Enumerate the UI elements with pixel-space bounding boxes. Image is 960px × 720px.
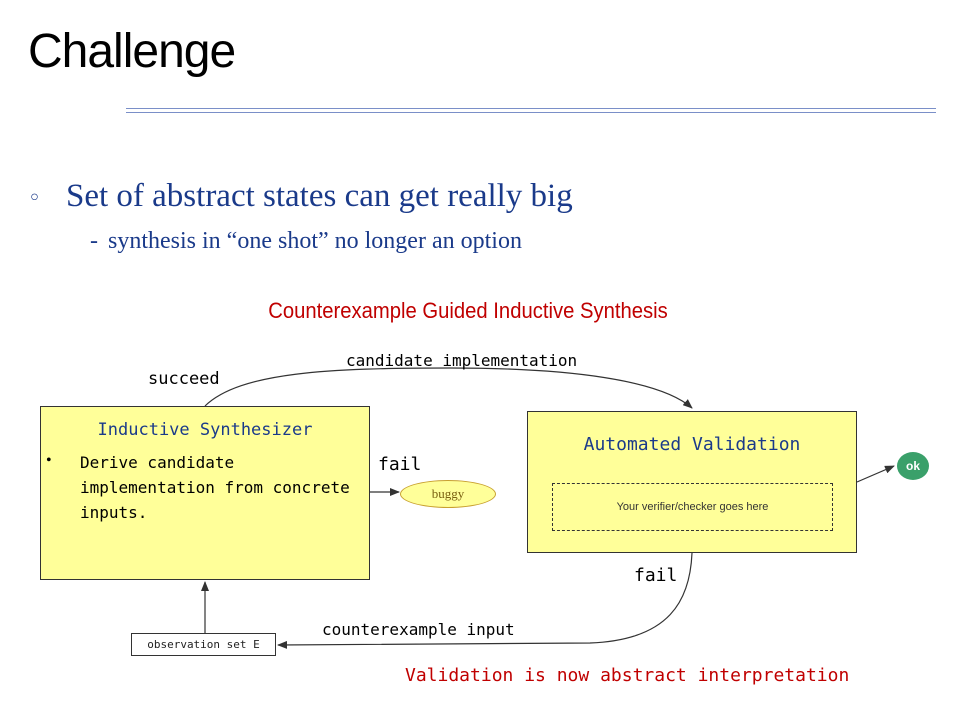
footer-note: Validation is now abstract interpretatio…	[405, 665, 850, 686]
title-rule-bottom	[126, 112, 936, 113]
slide-title: Challenge	[28, 25, 236, 78]
synthesizer-bullet: •	[46, 452, 52, 469]
automated-validation-box	[527, 411, 857, 553]
succeed-label: succeed	[148, 369, 220, 389]
sub-bullet-marker: -	[90, 228, 98, 254]
bullet-text: Set of abstract states can get really bi…	[66, 178, 573, 214]
counterexample-input-label: counterexample input	[322, 620, 515, 639]
diagram-caption: Counterexample Guided Inductive Synthesi…	[268, 298, 668, 323]
verifier-placeholder: Your verifier/checker goes here	[552, 483, 833, 531]
sub-bullet-text: synthesis in “one shot” no longer an opt…	[108, 228, 522, 254]
synthesizer-title: Inductive Synthesizer	[97, 420, 313, 440]
synthesizer-description: Derive candidate implementation from con…	[80, 453, 350, 522]
inductive-synthesizer-box	[40, 406, 370, 580]
bullet-marker: ◦	[28, 186, 41, 211]
counterexample-arrow	[277, 552, 693, 649]
synthesizer-fail-label: fail	[378, 454, 422, 475]
candidate-arrow	[204, 367, 693, 409]
buggy-node: buggy	[400, 480, 496, 508]
observation-set-box: observation set E	[131, 633, 276, 656]
title-rule-top	[126, 108, 936, 109]
validation-title: Automated Validation	[583, 434, 801, 455]
candidate-implementation-label: candidate implementation	[346, 351, 578, 370]
validation-fail-label: fail	[634, 565, 678, 586]
ok-node: ok	[897, 452, 929, 480]
ok-arrow	[856, 465, 895, 483]
